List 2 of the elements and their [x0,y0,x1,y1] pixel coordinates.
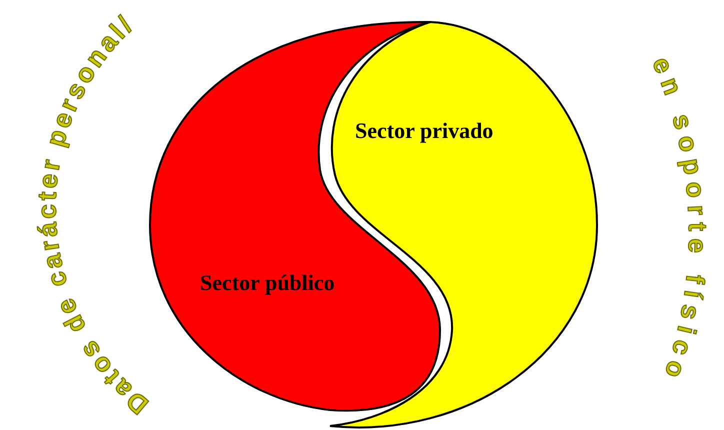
sector-label: Sector privado [355,118,494,144]
sector-label: Sector público [200,270,335,296]
